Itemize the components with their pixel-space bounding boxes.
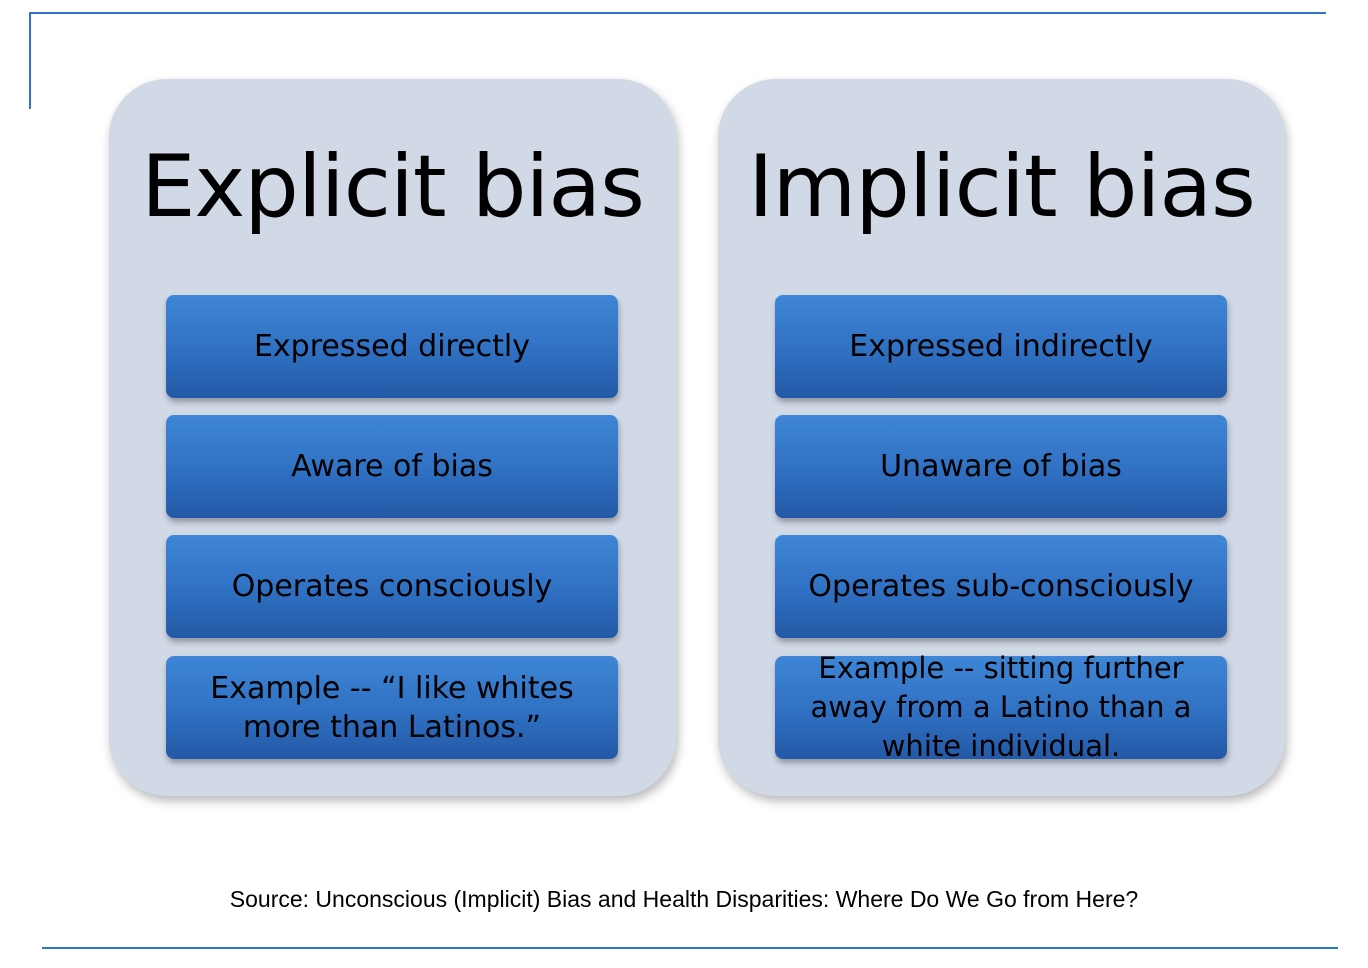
frame-top-line bbox=[29, 12, 1326, 14]
explicit-item-awareness: Aware of bias bbox=[166, 415, 618, 518]
explicit-item-example: Example -- “I like whites more than Lati… bbox=[166, 656, 618, 759]
source-citation: Source: Unconscious (Implicit) Bias and … bbox=[229, 886, 1139, 912]
implicit-item-expressed: Expressed indirectly bbox=[775, 295, 1227, 398]
frame-bottom-line bbox=[42, 947, 1338, 949]
implicit-item-awareness: Unaware of bias bbox=[775, 415, 1227, 518]
explicit-item-expressed: Expressed directly bbox=[166, 295, 618, 398]
explicit-item-operation: Operates consciously bbox=[166, 535, 618, 638]
implicit-item-example: Example -- sitting further away from a L… bbox=[775, 651, 1227, 763]
implicit-bias-title: Implicit bias bbox=[748, 137, 1256, 237]
implicit-bias-panel: Implicit bias Expressed indirectly Unawa… bbox=[718, 79, 1285, 796]
implicit-item-operation: Operates sub-consciously bbox=[775, 535, 1227, 638]
explicit-bias-title: Explicit bias bbox=[141, 137, 645, 237]
frame-left-line bbox=[29, 12, 31, 109]
explicit-bias-panel: Explicit bias Expressed directly Aware o… bbox=[109, 79, 676, 796]
